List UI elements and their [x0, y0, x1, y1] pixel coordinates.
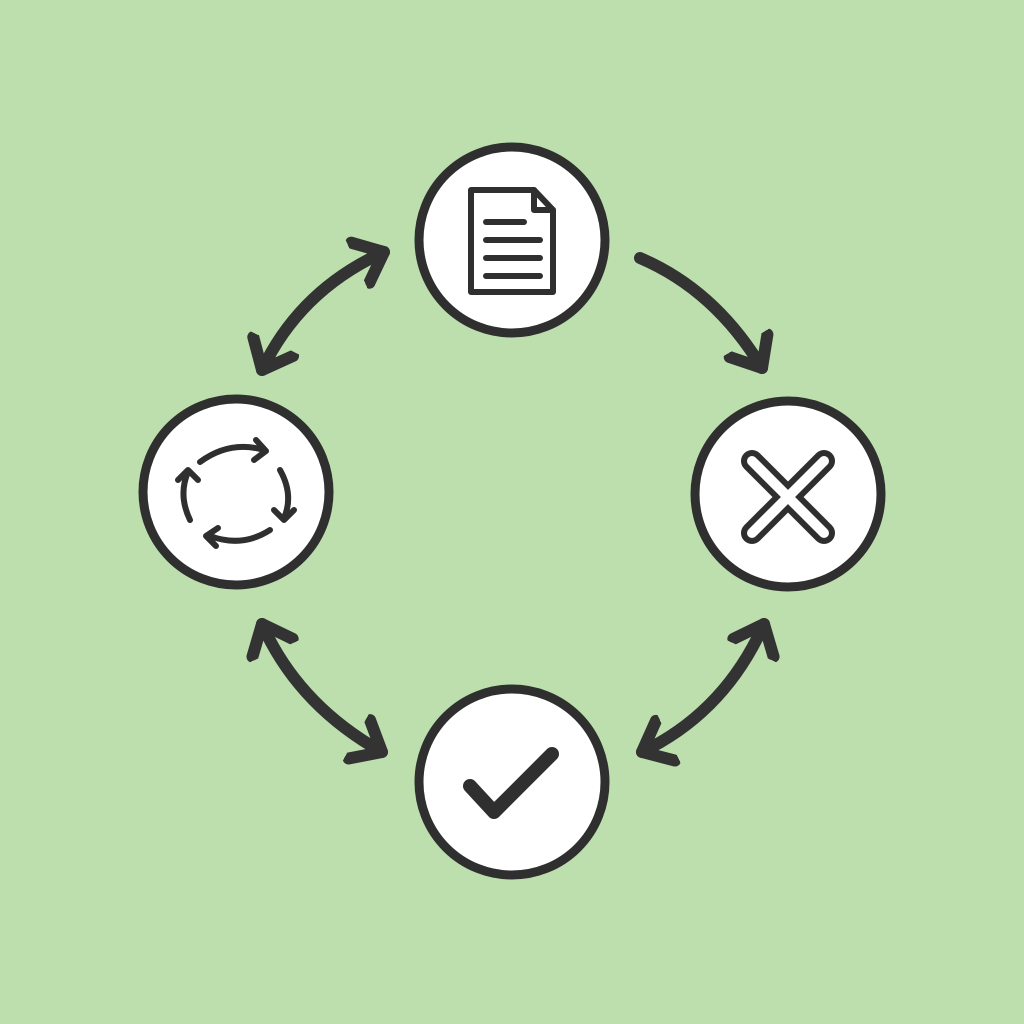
document-node: [414, 142, 610, 338]
document-icon: [468, 187, 556, 295]
arrow-cycle-document: [262, 252, 390, 376]
reject-node: [690, 396, 886, 592]
arrow-cycle-approve: [262, 618, 388, 752]
arrow-approve-reject: [636, 618, 764, 752]
checkmark-icon: [463, 747, 559, 819]
x-mark-icon: [741, 450, 835, 544]
refresh-cycle-icon: [175, 437, 297, 549]
cycle-node: [138, 394, 334, 590]
arrow-document-to-reject: [634, 252, 762, 374]
approve-node: [414, 684, 610, 880]
